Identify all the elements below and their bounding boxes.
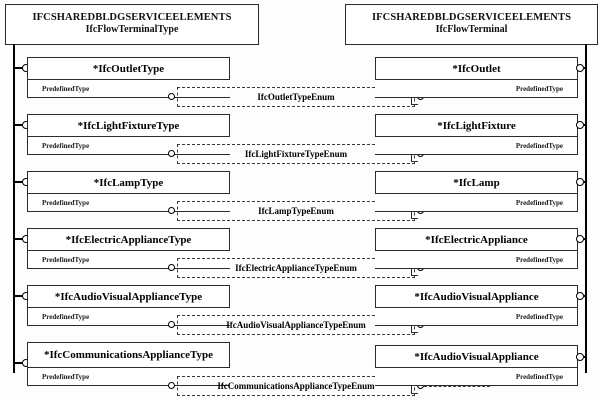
class-name-right-3: *IfcLamp <box>375 171 578 194</box>
trunk-stub-left-4 <box>14 238 28 240</box>
class-attr-right-3: PredefinedType <box>375 194 578 212</box>
class-box-left-3[interactable]: *IfcLampType PredefinedType <box>27 171 230 212</box>
assoc-end-right-2 <box>576 121 584 129</box>
trunk-stub-right-1 <box>584 67 587 69</box>
class-attr-right-6: PredefinedType <box>375 368 578 386</box>
class-name-left-2: *IfcLightFixtureType <box>27 114 230 137</box>
package-header-left: IFCSHAREDBLDGSERVICEELEMENTS IfcFlowTerm… <box>5 4 259 45</box>
generalization-trunk-left <box>13 44 15 373</box>
package-left-root: IfcFlowTerminalType <box>85 24 179 36</box>
assoc-enum-end-left-3 <box>168 207 175 214</box>
trunk-stub-right-5 <box>584 295 587 297</box>
class-name-left-5: *IfcAudioVisualApplianceType <box>27 285 230 308</box>
class-box-left-2[interactable]: *IfcLightFixtureType PredefinedType <box>27 114 230 155</box>
class-box-left-4[interactable]: *IfcElectricApplianceType PredefinedType <box>27 228 230 269</box>
class-box-right-4[interactable]: *IfcElectricAppliance PredefinedType <box>375 228 578 269</box>
trunk-stub-left-2 <box>14 124 28 126</box>
class-name-left-4: *IfcElectricApplianceType <box>27 228 230 251</box>
class-box-right-3[interactable]: *IfcLamp PredefinedType <box>375 171 578 212</box>
class-box-right-6[interactable]: *IfcAudioVisualAppliance PredefinedType <box>375 345 578 386</box>
class-attr-left-5: PredefinedType <box>27 308 230 326</box>
trunk-stub-left-5 <box>14 295 28 297</box>
class-box-right-1[interactable]: *IfcOutlet PredefinedType <box>375 57 578 98</box>
assoc-end-right-3 <box>576 178 584 186</box>
class-attr-left-2: PredefinedType <box>27 137 230 155</box>
class-box-left-5[interactable]: *IfcAudioVisualApplianceType PredefinedT… <box>27 285 230 326</box>
class-attr-left-6: PredefinedType <box>27 368 230 386</box>
trunk-stub-left-1 <box>14 67 28 69</box>
assoc-end-right-5 <box>576 292 584 300</box>
assoc-end-right-6 <box>576 353 584 361</box>
trunk-stub-right-6 <box>584 356 587 358</box>
assoc-enum-end-left-2 <box>168 150 175 157</box>
class-attr-left-1: PredefinedType <box>27 80 230 98</box>
dash-connector-right-6 <box>424 386 490 387</box>
class-attr-right-4: PredefinedType <box>375 251 578 269</box>
class-name-right-4: *IfcElectricAppliance <box>375 228 578 251</box>
package-right-name: IFCSHAREDBLDGSERVICEELEMENTS <box>371 12 572 23</box>
trunk-stub-right-4 <box>584 238 587 240</box>
assoc-end-right-1 <box>576 64 584 72</box>
assoc-enum-end-left-4 <box>168 264 175 271</box>
class-attr-right-2: PredefinedType <box>375 137 578 155</box>
assoc-enum-end-left-5 <box>168 321 175 328</box>
class-name-right-1: *IfcOutlet <box>375 57 578 80</box>
assoc-enum-end-left-1 <box>168 93 175 100</box>
class-box-left-1[interactable]: *IfcOutletType PredefinedType <box>27 57 230 98</box>
class-attr-left-3: PredefinedType <box>27 194 230 212</box>
class-name-left-3: *IfcLampType <box>27 171 230 194</box>
enum-box-6[interactable]: IfcCommunicationsApplianceTypeEnum <box>177 376 415 396</box>
class-box-right-5[interactable]: *IfcAudioVisualAppliance PredefinedType <box>375 285 578 326</box>
trunk-stub-right-2 <box>584 124 587 126</box>
package-left-name: IFCSHAREDBLDGSERVICEELEMENTS <box>32 12 232 23</box>
assoc-enum-end-left-6 <box>168 382 175 389</box>
class-name-right-6: *IfcAudioVisualAppliance <box>375 345 578 368</box>
class-box-left-6[interactable]: *IfcCommunicationsApplianceType Predefin… <box>27 342 230 387</box>
trunk-stub-left-6 <box>14 362 28 364</box>
class-name-right-5: *IfcAudioVisualAppliance <box>375 285 578 308</box>
class-box-right-2[interactable]: *IfcLightFixture PredefinedType <box>375 114 578 155</box>
class-attr-right-1: PredefinedType <box>375 80 578 98</box>
trunk-stub-left-3 <box>14 181 28 183</box>
class-attr-left-4: PredefinedType <box>27 251 230 269</box>
package-right-root: IfcFlowTerminal <box>435 24 508 36</box>
package-header-right: IFCSHAREDBLDGSERVICEELEMENTS IfcFlowTerm… <box>345 4 598 45</box>
assoc-end-right-4 <box>576 235 584 243</box>
class-attr-right-5: PredefinedType <box>375 308 578 326</box>
generalization-trunk-right <box>585 44 587 373</box>
trunk-stub-right-3 <box>584 181 587 183</box>
class-name-left-6: *IfcCommunicationsApplianceType <box>27 342 230 368</box>
class-name-left-1: *IfcOutletType <box>27 57 230 80</box>
class-name-right-2: *IfcLightFixture <box>375 114 578 137</box>
